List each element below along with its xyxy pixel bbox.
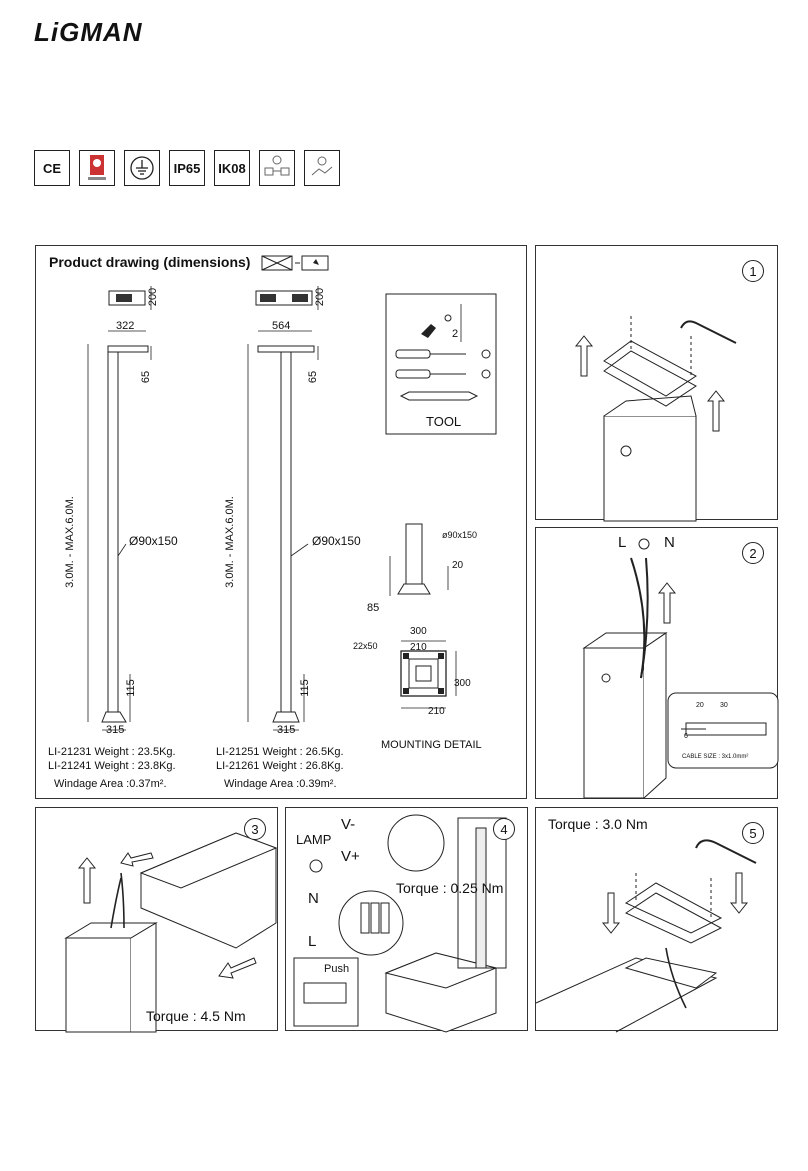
driver-info-icon xyxy=(259,150,295,186)
step-2-number: 2 xyxy=(742,542,764,564)
step-4-lamp-label: LAMP xyxy=(296,832,332,847)
step-4-live-label: L xyxy=(308,933,317,950)
mounting-inner-width: 210 xyxy=(410,642,427,653)
step-4-panel: 4 LAMP V- V+ Torque : 0.25 Nm N L Push xyxy=(285,807,528,1033)
connector-graphic xyxy=(311,156,333,176)
model-a-base-width: 315 xyxy=(106,724,125,736)
tool-allen-size: 2 xyxy=(452,328,459,340)
step-2-strip-b: 30 xyxy=(720,702,728,709)
step-5-panel: 5 Torque : 3.0 Nm xyxy=(535,807,778,1033)
step-3-illustration xyxy=(64,832,278,1033)
model-a-weight-1: LI-21231 Weight : 23.5Kg. xyxy=(48,746,176,758)
ce-mark: CE xyxy=(34,150,70,186)
step-4-neutral-label: N xyxy=(308,890,319,907)
step-2-live-label: L xyxy=(618,534,627,551)
mounting-label: MOUNTING DETAIL xyxy=(381,739,482,751)
model-b-post-section: Ø90x150 xyxy=(312,534,361,548)
mounting-outer-width: 300 xyxy=(410,626,427,637)
step-5-number: 5 xyxy=(742,822,764,844)
ik-rating: IK08 xyxy=(214,150,250,186)
model-b-weight-1: LI-21251 Weight : 26.5Kg. xyxy=(216,746,344,758)
safety-mark-graphic xyxy=(88,155,106,180)
model-a-height-range: 3.0M. - MAX.6.0M. xyxy=(63,496,76,588)
step-1-number: 1 xyxy=(742,260,764,282)
step-2-neutral-label: N xyxy=(664,534,675,551)
step-2-strip-c: 6 xyxy=(684,733,688,740)
connector-info-icon xyxy=(304,150,340,186)
model-b-weight-2: LI-21261 Weight : 26.8Kg. xyxy=(216,760,344,772)
mounting-base-height: 85 xyxy=(367,602,380,614)
tool-label: TOOL xyxy=(426,414,462,429)
step-5-illustration xyxy=(535,839,757,1033)
model-b-base-height: 115 xyxy=(298,679,311,697)
step-2-panel: 2 L N 20 30 6 CABLE SIZE : 3x1.0mm² xyxy=(535,527,779,799)
model-b-height-range: 3.0M. - MAX.6.0M. xyxy=(223,496,236,588)
mounting-plate-thickness: 20 xyxy=(452,560,464,571)
step-4-v-plus: V+ xyxy=(341,848,360,865)
driver-graphic xyxy=(264,155,290,176)
mounting-slot: 22x50 xyxy=(353,641,378,651)
model-a-arm-width: 322 xyxy=(116,320,135,332)
model-b-arm-width: 564 xyxy=(272,320,291,332)
certification-row: CE IP65 IK08 xyxy=(34,150,340,186)
ip-rating: IP65 xyxy=(169,150,205,186)
model-b-head-height: 200 xyxy=(314,287,327,307)
panel-title: Product drawing (dimensions) xyxy=(49,254,251,270)
mounting-outer-depth: 300 xyxy=(454,678,471,689)
model-a-head-drop: 65 xyxy=(140,370,153,384)
model-a-post-section: Ø90x150 xyxy=(129,534,178,548)
step-1-illustration xyxy=(574,316,737,522)
step-4-torque: Torque : 0.25 Nm xyxy=(396,880,504,896)
step-2-cable-size: CABLE SIZE : 3x1.0mm² xyxy=(682,754,749,760)
ground-icon xyxy=(124,150,160,186)
step-3-panel: 3 Torque : 4.5 Nm xyxy=(35,807,278,1033)
step-3-torque: Torque : 4.5 Nm xyxy=(146,1008,246,1024)
mounting-inner-depth: 210 xyxy=(428,706,445,717)
step-4-push-label: Push xyxy=(324,963,350,975)
dimension-drawing xyxy=(87,255,497,731)
ground-graphic xyxy=(130,156,154,180)
step-4-number: 4 xyxy=(493,818,515,840)
model-b-head-drop: 65 xyxy=(307,370,320,384)
mounting-post-section: ø90x150 xyxy=(442,530,478,540)
step-1-panel: 1 xyxy=(535,245,778,522)
model-a-windage: Windage Area :0.37m². xyxy=(54,778,167,790)
step-2-strip-a: 20 xyxy=(696,702,704,709)
model-b-windage: Windage Area :0.39m². xyxy=(224,778,337,790)
model-b-base-width: 315 xyxy=(277,724,296,736)
model-a-weight-2: LI-21241 Weight : 23.8Kg. xyxy=(48,760,176,772)
step-4-illustration xyxy=(293,814,507,1033)
model-a-base-height: 115 xyxy=(124,679,137,697)
step-4-v-minus: V- xyxy=(341,816,356,833)
step-3-number: 3 xyxy=(244,818,266,840)
step-5-torque: Torque : 3.0 Nm xyxy=(548,816,648,832)
step-2-illustration xyxy=(582,538,779,799)
brand-logo: LiGMAN xyxy=(34,17,143,47)
safety-mark-icon xyxy=(79,150,115,186)
model-a-head-height: 200 xyxy=(147,287,160,307)
product-drawing-panel: Product drawing (dimensions) xyxy=(35,245,527,799)
